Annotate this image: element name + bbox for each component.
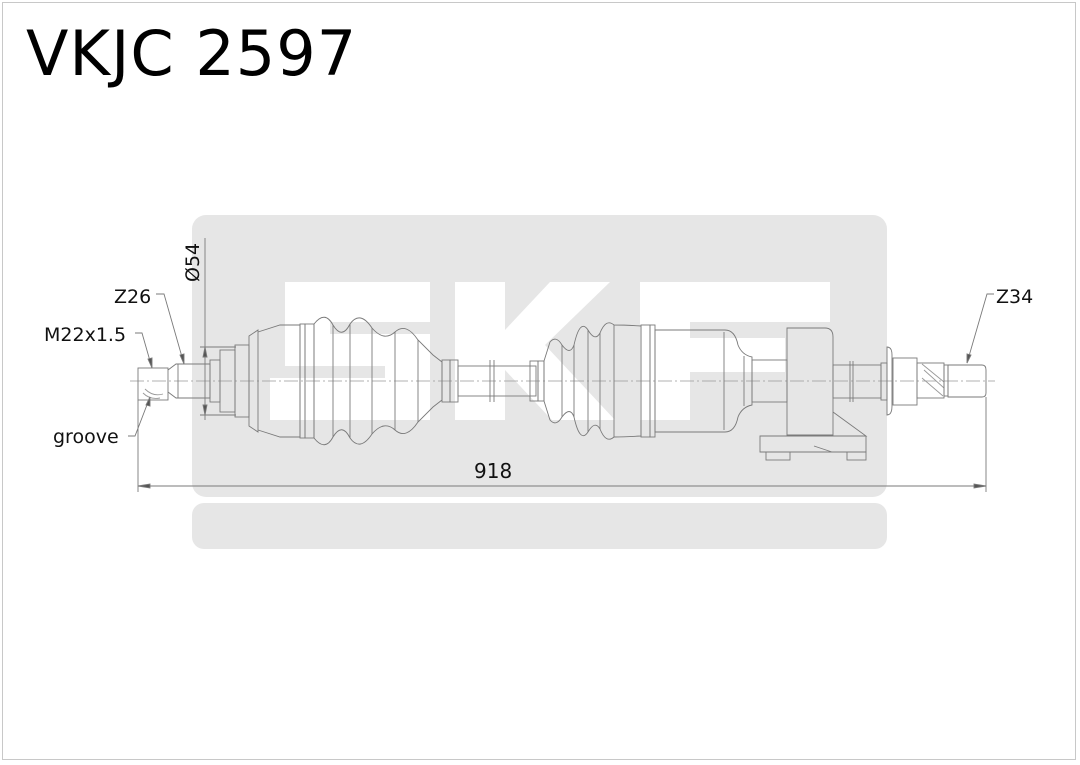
skf-watermark [192,215,887,549]
part-number-title: VKJC 2597 [26,17,358,90]
thread-label: M22x1.5 [44,324,126,346]
driveshaft-outline [137,316,987,461]
groove-label: groove [53,426,119,448]
diameter-label: Ø54 [182,243,204,282]
spline-right-label: Z34 [996,286,1033,308]
overall-length-label: 918 [474,459,512,483]
spline-left-label: Z26 [114,286,151,308]
dimension-lines [128,238,994,492]
